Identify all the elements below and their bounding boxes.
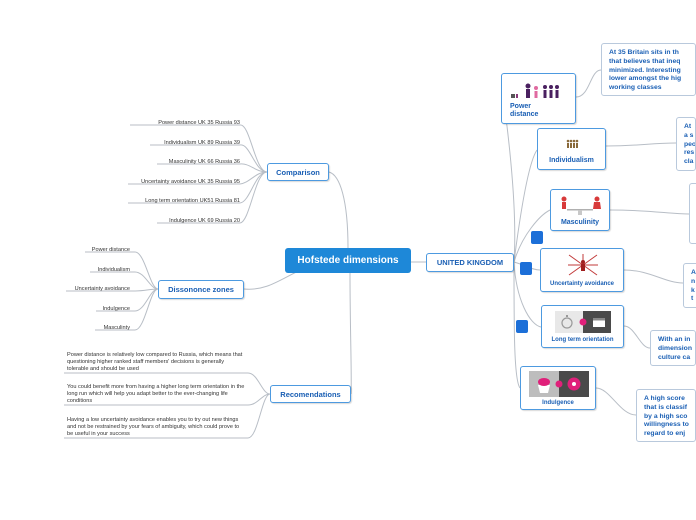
note-line: minimized. Interesting <box>609 66 681 74</box>
note-line: regard to enj <box>644 430 686 438</box>
dimension-uncertainty-avoidance[interactable]: Uncertainty avoidance <box>540 248 624 292</box>
dimension-label: Individualism <box>549 157 594 164</box>
collapse-toggle-1[interactable] <box>531 231 543 244</box>
note-line: peo <box>684 140 696 148</box>
dimension-power-distance[interactable]: Power distance <box>501 73 576 124</box>
network-person-icon <box>568 254 598 276</box>
note-line: lower amongst the hig <box>609 75 682 83</box>
timer-calendar-icon <box>555 311 611 333</box>
dimension-label: Power distance <box>510 103 539 119</box>
recommendation-long-term[interactable]: You could benefit more from having a hig… <box>67 384 245 404</box>
comparison-item-masculinity[interactable]: Masculinity UK 66 Russia 36 <box>168 159 240 165</box>
dissonance-item-power-distance[interactable]: Power distance <box>91 247 130 253</box>
cupcake-donut-icon <box>529 371 589 397</box>
note-uncertainty-avoidance[interactable]: A n k t <box>683 263 696 308</box>
recommendation-power-distance[interactable]: Power distance is relatively low compare… <box>67 352 243 372</box>
comparison-item-indulgence[interactable]: Indulgence UK 69 Russia 20 <box>169 218 240 224</box>
note-line: by a high sco <box>644 412 688 420</box>
dissonance-zones-node[interactable]: Dissononce zones <box>158 280 244 299</box>
note-line: A high score <box>644 395 685 402</box>
dimension-long-term-orientation[interactable]: Long term orientation <box>541 305 624 348</box>
note-line: working classes <box>609 84 662 92</box>
note-line: At <box>684 123 692 130</box>
note-line: that is classif <box>644 403 688 411</box>
dissonance-item-indulgence[interactable]: Indulgence <box>102 306 130 312</box>
comparison-item-individualism[interactable]: Individualism UK 89 Russia 39 <box>164 140 240 146</box>
note-power-distance[interactable]: At 35 Britain sits in th that believes t… <box>601 43 696 96</box>
comparison-node[interactable]: Comparison <box>267 163 329 181</box>
note-line: a s <box>684 131 694 139</box>
collapse-toggle-3[interactable] <box>516 320 528 333</box>
people-group-icon <box>511 83 559 98</box>
note-line: res <box>684 149 695 157</box>
dimension-label: Long term orientation <box>551 337 614 343</box>
united-kingdom-node[interactable]: UNITED KINGDOM <box>426 253 514 272</box>
note-indulgence[interactable]: A high score that is classif by a high s… <box>636 389 696 442</box>
note-long-term-orientation[interactable]: With an in dimension culture ca <box>650 330 696 366</box>
comparison-item-power-distance[interactable]: Power distance UK 35 Russia 93 <box>158 120 240 126</box>
recommendations-node[interactable]: Recomendations <box>270 385 351 403</box>
note-line: With an in <box>658 336 691 343</box>
note-line: At 35 Britain sits in th <box>609 49 679 56</box>
comparison-item-uncertainty[interactable]: Uncertainty avoidance UK 35 Russia 95 <box>141 179 240 185</box>
note-line: dimension <box>658 344 692 352</box>
note-line: culture ca <box>658 353 691 361</box>
dimension-individualism[interactable]: Individualism <box>537 128 606 170</box>
dimension-label: Masculinity <box>560 219 600 226</box>
crowd-icon <box>566 139 579 148</box>
root-node[interactable]: Hofstede dimensions <box>285 248 411 273</box>
note-line: willingness to <box>644 421 689 429</box>
dimension-label: Uncertainty avoidance <box>549 281 615 287</box>
dissonance-item-uncertainty[interactable]: Uncertainty avoidance <box>74 286 130 292</box>
dimension-label: Indulgence <box>542 400 574 406</box>
dissonance-item-individualism[interactable]: Individualism <box>97 267 130 273</box>
dimension-indulgence[interactable]: Indulgence <box>520 366 596 410</box>
recommendation-uncertainty[interactable]: Having a low uncertainty avoidance enabl… <box>67 417 240 437</box>
dimension-masculinity[interactable]: Masculinity <box>550 189 610 231</box>
dissonance-item-masculinty[interactable]: Masculinty <box>103 325 130 331</box>
note-line: that believes that ineq <box>609 57 681 65</box>
note-individualism[interactable]: At a s peo res cla <box>676 117 696 171</box>
note-line: cla <box>684 158 694 166</box>
comparison-item-long-term[interactable]: Long term orientation UK51 Russia 81 <box>145 198 240 204</box>
gender-balance-icon <box>561 196 601 215</box>
note-masculinity[interactable] <box>689 183 696 244</box>
collapse-toggle-2[interactable] <box>520 262 532 275</box>
